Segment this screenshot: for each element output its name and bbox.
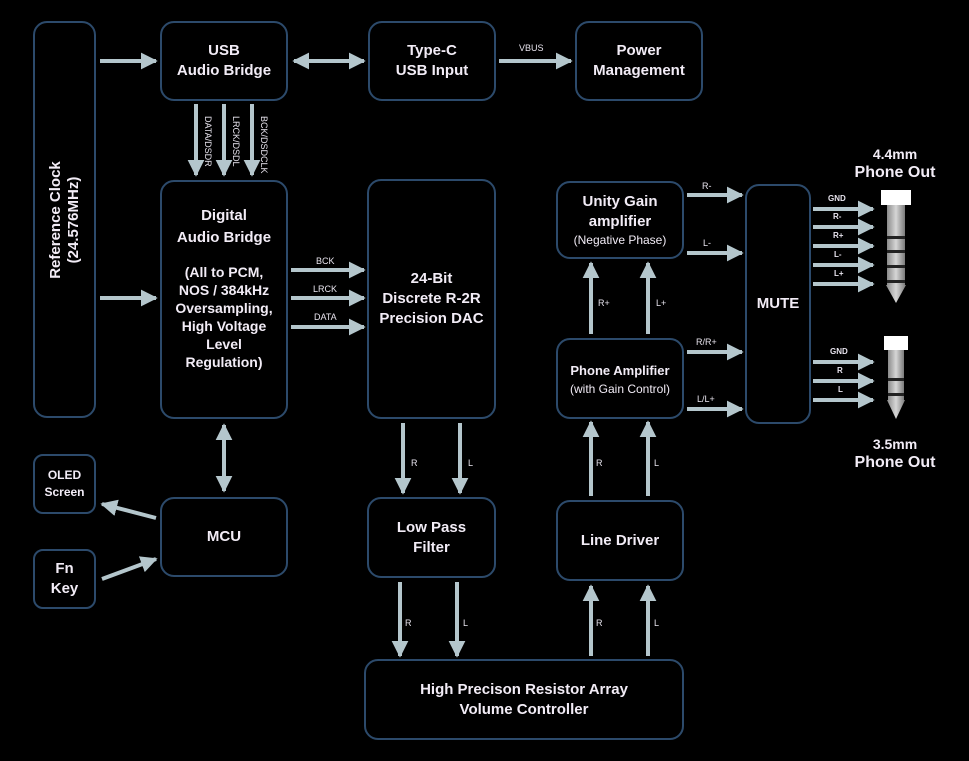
jack-35mm-label: 3.5mm Phone Out — [850, 435, 940, 473]
block-label: 24-Bit — [410, 270, 453, 287]
block-label: OLED — [47, 468, 82, 482]
block-label: Audio Bridge — [176, 62, 272, 79]
jack-44mm-label: 4.4mm Phone Out — [850, 145, 940, 183]
block-note: High Voltage — [181, 318, 267, 334]
usb-audio-bridge-block: USB Audio Bridge — [160, 21, 288, 101]
pin-label: L+ — [834, 269, 844, 278]
signal-label: L- — [703, 238, 712, 248]
pin-label: L- — [834, 250, 842, 259]
block-sublabel: (Negative Phase) — [573, 233, 667, 247]
mute-block: MUTE — [745, 184, 811, 424]
power-management-block: Power Management — [575, 21, 703, 101]
signal-label: DATA/DSDR — [203, 116, 213, 167]
signal-label: L — [654, 618, 660, 628]
volume-controller-block: High Precison Resistor Array Volume Cont… — [364, 659, 684, 740]
block-sublabel: (with Gain Control) — [569, 381, 671, 396]
arrow-fn-mcu — [101, 556, 158, 581]
block-label: Power — [616, 42, 662, 59]
block-label: amplifier — [588, 213, 652, 230]
arrow-mcu-oled — [100, 499, 157, 520]
block-label: Low Pass — [396, 518, 467, 536]
block-label: Volume Controller — [459, 700, 589, 718]
signal-label: R/R+ — [696, 337, 717, 347]
block-label: Filter — [413, 538, 450, 556]
block-label: Discrete R-2R — [382, 290, 481, 307]
r2r-dac-block: 24-Bit Discrete R-2R Precision DAC — [367, 179, 496, 419]
line-driver-block: Line Driver — [556, 500, 684, 581]
block-label: Digital — [201, 207, 247, 224]
block-note: NOS / 384kHz — [178, 282, 270, 298]
block-note: (All to PCM, — [184, 264, 264, 280]
signal-label: L — [468, 458, 474, 468]
reference-clock-title: Reference Clock — [46, 160, 64, 279]
jack-name: Phone Out — [854, 164, 936, 181]
signal-label-vbus: VBUS — [519, 43, 544, 53]
signal-label: R+ — [598, 298, 610, 308]
reference-clock-freq: (24.576MHz) — [64, 176, 82, 263]
unity-gain-amplifier-block: Unity Gain amplifier (Negative Phase) — [556, 181, 684, 259]
jack-name: Phone Out — [854, 454, 936, 471]
signal-label: BCK — [316, 256, 335, 266]
block-label: MCU — [206, 528, 242, 545]
pin-label: L — [838, 385, 843, 394]
jack-size: 4.4mm — [872, 146, 918, 162]
pin-label: R+ — [833, 231, 844, 240]
signal-label: R — [596, 618, 603, 628]
block-label: MUTE — [756, 295, 800, 312]
block-note: Level — [206, 336, 242, 352]
signal-label: R- — [702, 181, 712, 191]
jack-44mm-icon — [881, 190, 911, 303]
pin-label: GND — [828, 194, 846, 203]
reference-clock-block: Reference Clock (24.576MHz) — [33, 21, 96, 418]
phone-amplifier-block: Phone Amplifier (with Gain Control) — [556, 338, 684, 419]
block-label: Key — [50, 580, 79, 597]
pin-label: R — [837, 366, 843, 375]
fn-key-block: Fn Key — [33, 549, 96, 609]
block-label: Unity Gain — [582, 193, 658, 210]
signal-label: LRCK — [313, 284, 338, 294]
signal-label: L — [654, 458, 660, 468]
block-note: Oversampling, — [175, 300, 273, 316]
signal-label: L/L+ — [697, 394, 715, 404]
block-label: Audio Bridge — [176, 229, 272, 246]
signal-label: R — [596, 458, 603, 468]
signal-label: DATA — [314, 312, 337, 322]
mcu-block: MCU — [160, 497, 288, 577]
signal-label: LRCK/DSDL — [231, 116, 241, 167]
signal-label: L — [463, 618, 469, 628]
block-label: Fn — [55, 560, 74, 577]
block-label: Line Driver — [580, 531, 660, 549]
block-label: High Precison Resistor Array — [420, 680, 628, 698]
block-label: Precision DAC — [379, 310, 484, 327]
jack-35mm-icon — [884, 336, 908, 419]
block-label: USB — [208, 42, 240, 59]
jack-size: 3.5mm — [872, 436, 918, 452]
signal-label: BCK/DSDCLK — [259, 116, 269, 174]
digital-audio-bridge-block: Digital Audio Bridge (All to PCM, NOS / … — [160, 180, 288, 419]
pin-label: R- — [833, 212, 842, 221]
oled-screen-block: OLED Screen — [33, 454, 96, 514]
block-label: Phone Amplifier — [570, 362, 670, 378]
block-label: Screen — [44, 485, 85, 499]
low-pass-filter-block: Low Pass Filter — [367, 497, 496, 578]
block-label: Management — [593, 62, 685, 79]
pin-label: GND — [830, 347, 848, 356]
signal-label: R — [411, 458, 418, 468]
block-note: Regulation) — [185, 354, 263, 370]
block-label: USB Input — [395, 62, 469, 79]
type-c-usb-input-block: Type-C USB Input — [368, 21, 496, 101]
signal-label: L+ — [656, 298, 667, 308]
signal-label: R — [405, 618, 412, 628]
block-label: Type-C — [407, 42, 457, 59]
